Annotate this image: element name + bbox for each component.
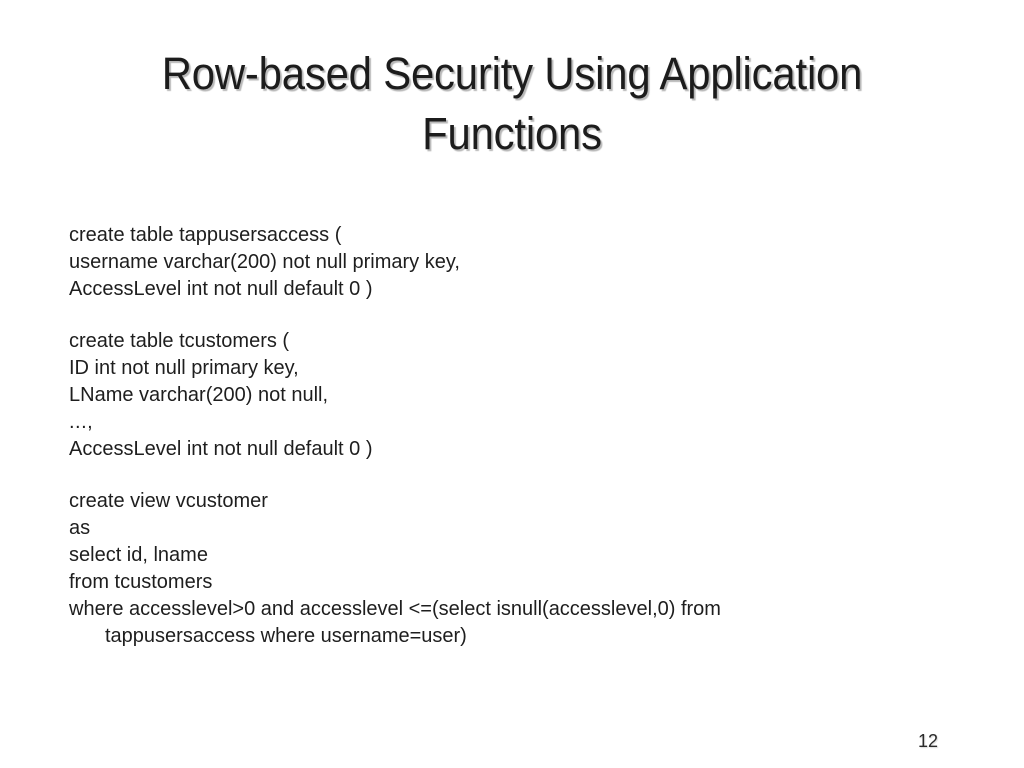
slide-title: Row-based Security Using Application Fun… xyxy=(62,44,962,164)
code-block-create-view-vcustomer: create view vcustomer as select id, lnam… xyxy=(69,488,859,650)
code-line: AccessLevel int not null default 0 ) xyxy=(69,278,373,300)
code-line: username varchar(200) not null primary k… xyxy=(69,251,460,273)
code-line: create table tcustomers ( xyxy=(69,330,290,352)
code-block-create-table-tcustomers: create table tcustomers ( ID int not nul… xyxy=(69,328,859,463)
code-line: as xyxy=(69,517,91,539)
code-line-wrapping: where accesslevel>0 and accesslevel <=(s… xyxy=(69,598,727,647)
slide-title-line-1: Row-based Security Using Application xyxy=(161,48,863,99)
slide-body: create table tappusersaccess ( username … xyxy=(69,222,859,650)
code-line: ID int not null primary key, xyxy=(69,357,299,379)
code-line-ellipsis: ..., xyxy=(69,411,94,433)
code-line: create table tappusersaccess ( xyxy=(69,224,342,246)
code-line: from tcustomers xyxy=(69,571,213,593)
code-line: select id, lname xyxy=(69,544,208,566)
code-line: create view vcustomer xyxy=(69,490,268,512)
code-line: LName varchar(200) not null, xyxy=(69,384,329,406)
page-number: 12 xyxy=(918,731,939,751)
code-block-create-table-tappusersaccess: create table tappusersaccess ( username … xyxy=(69,222,859,303)
code-line: AccessLevel int not null default 0 ) xyxy=(69,438,373,460)
slide-title-line-2: Functions xyxy=(422,108,602,159)
